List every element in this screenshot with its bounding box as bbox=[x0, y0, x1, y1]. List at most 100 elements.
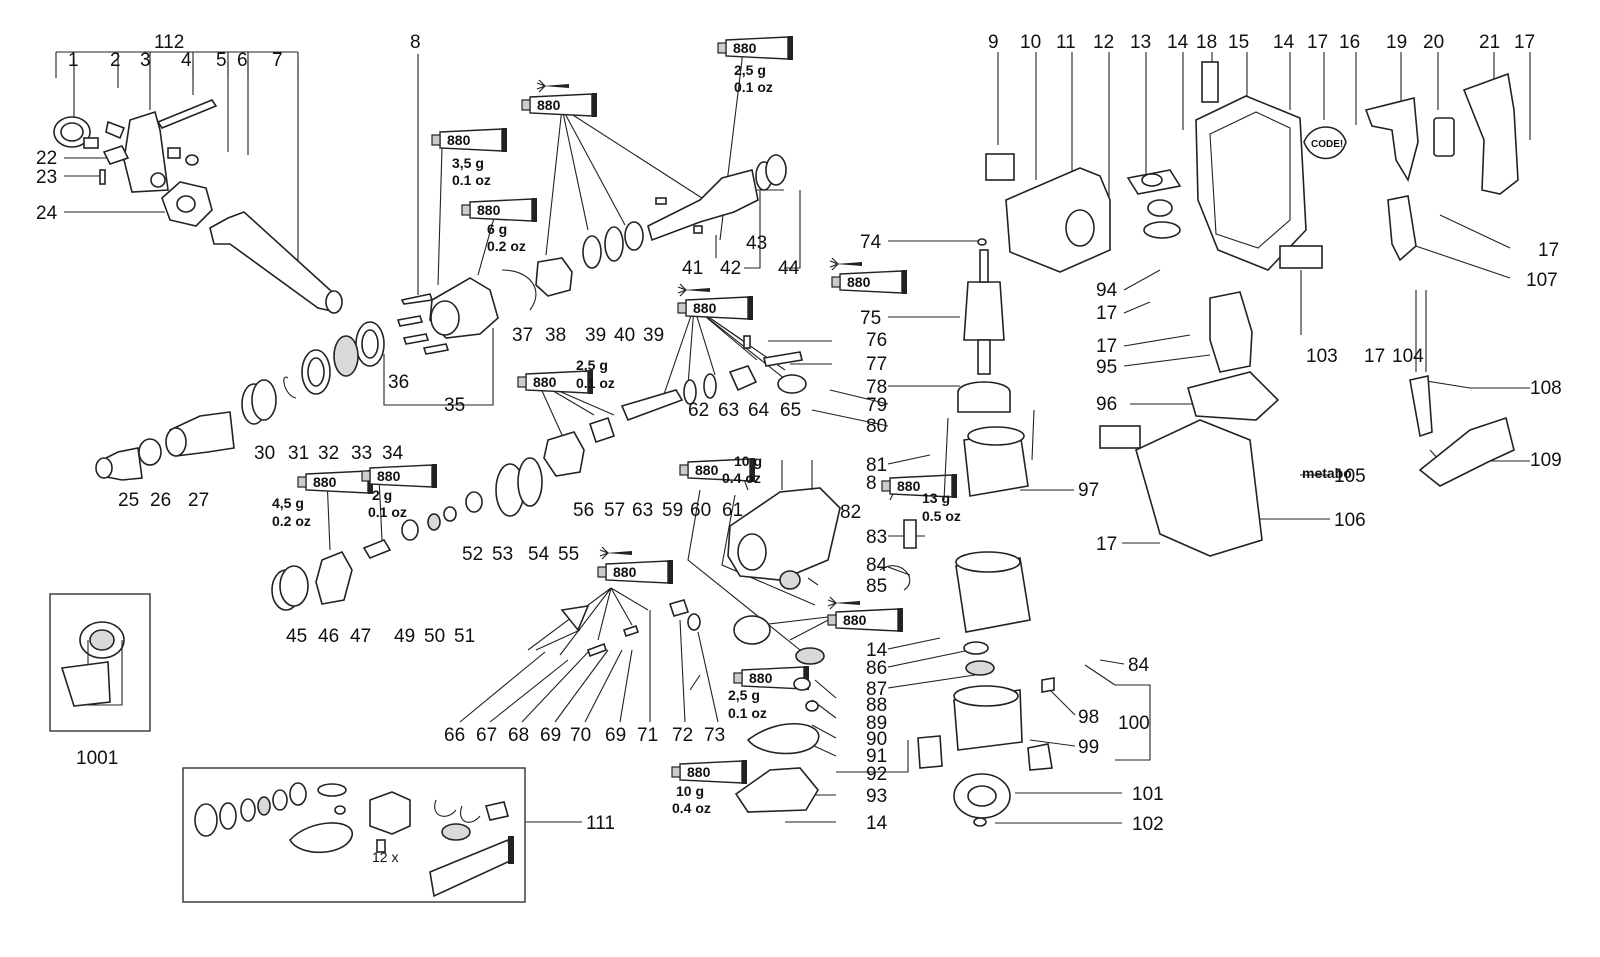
callout-90: 90 bbox=[866, 729, 887, 750]
callout-97: 97 bbox=[1078, 480, 1099, 501]
callout-71: 71 bbox=[637, 725, 658, 746]
callout-65: 65 bbox=[780, 400, 801, 421]
callout-104: 104 bbox=[1392, 346, 1424, 367]
grease-codes: 880 880 880 880 880 880 880 880 880 880 … bbox=[313, 40, 921, 780]
callout-21: 21 bbox=[1479, 32, 1500, 53]
callout-86: 86 bbox=[866, 658, 887, 679]
grease-code: 880 bbox=[847, 274, 871, 290]
callout-96: 96 bbox=[1096, 394, 1117, 415]
callout-85: 85 bbox=[866, 576, 887, 597]
callout-89: 89 bbox=[866, 713, 887, 734]
callout-108: 108 bbox=[1530, 378, 1562, 399]
callout-25: 25 bbox=[118, 490, 139, 511]
callout-38: 38 bbox=[545, 325, 566, 346]
callout-81: 81 bbox=[866, 455, 887, 476]
callout-70: 70 bbox=[570, 725, 591, 746]
callout-10: 10 bbox=[1020, 32, 1041, 53]
grease-code: 880 bbox=[693, 300, 717, 316]
callout-33: 33 bbox=[351, 443, 372, 464]
callout-106: 106 bbox=[1334, 510, 1366, 531]
brand-label: metabo bbox=[1302, 465, 1352, 481]
callout-14: 14 bbox=[1273, 32, 1295, 53]
callout-107: 107 bbox=[1526, 270, 1558, 291]
callout-67: 67 bbox=[476, 725, 497, 746]
callout-92: 92 bbox=[866, 764, 887, 785]
callout-69: 69 bbox=[605, 725, 626, 746]
callout-55: 55 bbox=[558, 544, 579, 565]
callout-95: 95 bbox=[1096, 357, 1117, 378]
callout-47: 47 bbox=[350, 626, 371, 647]
callout-17: 17 bbox=[1096, 336, 1117, 357]
callout-40: 40 bbox=[614, 325, 635, 346]
callout-37: 37 bbox=[512, 325, 533, 346]
callout-17: 17 bbox=[1514, 32, 1535, 53]
grease-amounts: 3,5 g 0.1 oz 6 g 0.2 oz 2,5 g 0.1 oz 2,5… bbox=[272, 62, 961, 816]
callout-8: 8 bbox=[866, 473, 877, 494]
callout-44: 44 bbox=[778, 258, 800, 279]
grease-amount-grams: 10 g bbox=[734, 453, 762, 469]
callout-35: 35 bbox=[444, 395, 465, 416]
callout-39: 39 bbox=[585, 325, 606, 346]
callout-24: 24 bbox=[36, 203, 58, 224]
grease-amount-grams: 13 g bbox=[922, 490, 950, 506]
callout-17: 17 bbox=[1096, 534, 1117, 555]
callout-42: 42 bbox=[720, 258, 741, 279]
callout-64: 64 bbox=[748, 400, 770, 421]
callout-53: 53 bbox=[492, 544, 513, 565]
grease-amount-grams: 2,5 g bbox=[728, 687, 760, 703]
callout-12: 12 bbox=[1093, 32, 1114, 53]
callout-68: 68 bbox=[508, 725, 529, 746]
grease-code: 880 bbox=[695, 462, 719, 478]
callout-62: 62 bbox=[688, 400, 709, 421]
callout-59: 59 bbox=[662, 500, 683, 521]
callout-72: 72 bbox=[672, 725, 693, 746]
callout-109: 109 bbox=[1530, 450, 1562, 471]
callout-76: 76 bbox=[866, 330, 887, 351]
callout-36: 36 bbox=[388, 372, 409, 393]
grease-amount-ounces: 0.1 oz bbox=[368, 504, 407, 520]
grease-amount-ounces: 0.4 oz bbox=[722, 470, 761, 486]
callout-17: 17 bbox=[1096, 303, 1117, 324]
grease-code: 880 bbox=[477, 202, 501, 218]
callout-45: 45 bbox=[286, 626, 307, 647]
callout-63: 63 bbox=[718, 400, 739, 421]
callout-78: 78 bbox=[866, 377, 887, 398]
grease-amount-grams: 2,5 g bbox=[576, 357, 608, 373]
callout-26: 26 bbox=[150, 490, 171, 511]
kit-count-label: 12 x bbox=[372, 849, 398, 865]
grease-amount-ounces: 0.1 oz bbox=[576, 375, 615, 391]
callout-6: 6 bbox=[237, 50, 248, 71]
callout-17: 17 bbox=[1538, 240, 1559, 261]
callout-27: 27 bbox=[188, 490, 209, 511]
callout-49: 49 bbox=[394, 626, 415, 647]
callout-7: 7 bbox=[272, 50, 283, 71]
grease-amount-grams: 3,5 g bbox=[452, 155, 484, 171]
callout-34: 34 bbox=[382, 443, 404, 464]
callout-11: 11 bbox=[1056, 32, 1076, 53]
callout-2: 2 bbox=[110, 50, 121, 71]
callout-103: 103 bbox=[1306, 346, 1338, 367]
callout-98: 98 bbox=[1078, 707, 1099, 728]
callout-32: 32 bbox=[318, 443, 339, 464]
callout-73: 73 bbox=[704, 725, 725, 746]
callout-79: 79 bbox=[866, 395, 887, 416]
callout-100: 100 bbox=[1118, 713, 1150, 734]
grease-code: 880 bbox=[843, 612, 867, 628]
callout-14: 14 bbox=[1167, 32, 1189, 53]
callout-16: 16 bbox=[1339, 32, 1360, 53]
grease-code: 880 bbox=[447, 132, 471, 148]
callout-60: 60 bbox=[690, 500, 711, 521]
callout-1: 1 bbox=[68, 50, 79, 71]
callout-77: 77 bbox=[866, 354, 887, 375]
grease-amount-grams: 2 g bbox=[372, 487, 392, 503]
callout-13: 13 bbox=[1130, 32, 1151, 53]
grease-code: 880 bbox=[533, 374, 557, 390]
callout-17: 17 bbox=[1307, 32, 1328, 53]
callout-83: 83 bbox=[866, 527, 887, 548]
grease-code: 880 bbox=[537, 97, 561, 113]
callout-18: 18 bbox=[1196, 32, 1217, 53]
callout-14: 14 bbox=[866, 813, 888, 834]
grease-amount-grams: 10 g bbox=[676, 783, 704, 799]
callout-3: 3 bbox=[140, 50, 151, 71]
callout-99: 99 bbox=[1078, 737, 1099, 758]
